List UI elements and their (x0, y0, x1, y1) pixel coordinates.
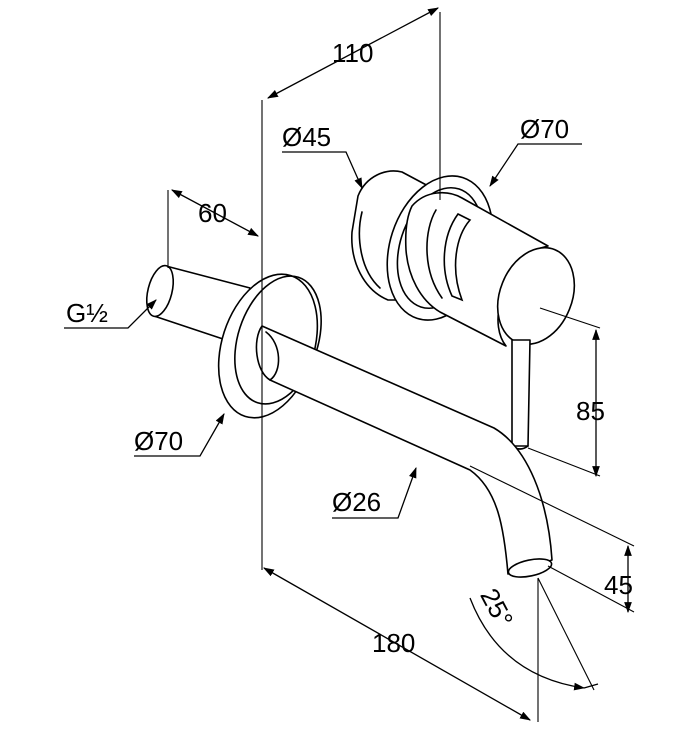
mixer-body (351, 170, 576, 450)
dimension-45: 45 (604, 544, 633, 614)
dimension-angle-25: 25° (469, 583, 599, 691)
dimension-dia-70-spout-label: Ø70 (134, 426, 183, 456)
dimension-dia-45: Ø45 (282, 122, 363, 190)
dimension-85: 85 (576, 328, 605, 478)
dimension-dia-26-label: Ø26 (332, 487, 381, 517)
dimension-dia-26: Ø26 (332, 466, 417, 519)
dimension-110: 110 (267, 7, 439, 99)
dimension-dia-70-mixer-label: Ø70 (520, 114, 569, 144)
spout (255, 325, 553, 578)
dimension-60-label: 60 (198, 198, 227, 228)
dimension-180: 180 (263, 567, 531, 721)
dimension-110-label: 110 (332, 38, 373, 68)
dimension-85-label: 85 (576, 396, 605, 426)
dimension-thread-label: G½ (66, 298, 108, 328)
dimension-dia-70-mixer: Ø70 (489, 114, 582, 187)
dimension-180-label: 180 (372, 628, 415, 658)
dimension-dia-70-spout: Ø70 (134, 413, 225, 457)
dimension-45-label: 45 (604, 570, 633, 600)
dimension-angle-25-label: 25° (474, 583, 519, 632)
extension-lines (167, 12, 635, 722)
dimension-thread: G½ (64, 298, 157, 329)
dimension-60: 60 (171, 189, 259, 237)
dimension-dia-45-label: Ø45 (282, 122, 331, 152)
